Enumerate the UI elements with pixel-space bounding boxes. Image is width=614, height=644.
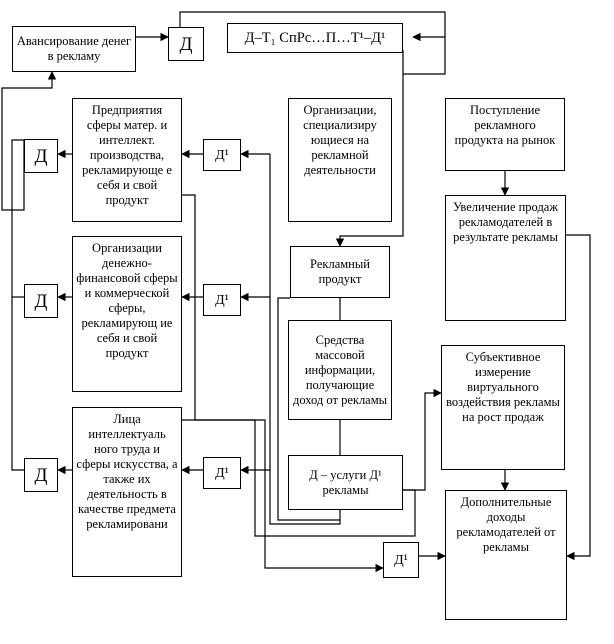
box-d1-4: Д¹ — [383, 542, 419, 578]
box-d1-3: Д¹ — [203, 457, 241, 489]
arrow-enterprises-to-d1-bottom — [182, 419, 384, 573]
box-ent-finance: Организации денежно-финансовой сферы и к… — [72, 236, 182, 392]
line-ad-product-to-services — [277, 297, 340, 521]
formula-loop — [402, 37, 446, 75]
left-bus — [11, 139, 25, 471]
box-formula: Д–Т₁ СпРс…П…Т¹–Д¹ — [227, 23, 403, 53]
arrow-formula-to-ad-product — [335, 74, 404, 247]
box-d1-2-text: Д¹ — [215, 292, 229, 308]
box-ent-material: Предприятия сферы матер. и интеллект. пр… — [72, 98, 182, 222]
line-enterprises-to-services — [182, 194, 416, 537]
box-extra-income-text: Дополнительные доходы рекламодателей от … — [456, 495, 556, 554]
box-ent-persons: Лица интеллектуаль ного труда и сферы ис… — [72, 407, 182, 577]
box-advance: Авансирование денег в рекламу — [12, 26, 136, 72]
box-d-left-1-text: Д — [34, 145, 48, 167]
box-advance-text: Авансирование денег в рекламу — [16, 34, 132, 63]
box-subjective-text: Субъективное измерение виртуального возд… — [446, 350, 560, 424]
box-d1-3-text: Д¹ — [215, 465, 229, 481]
box-sales-increase: Увеличение продаж рекламодателей в резул… — [445, 195, 566, 321]
box-services: Д – услуги Д¹ рекламы — [288, 455, 403, 510]
box-d-top: Д — [168, 27, 204, 61]
box-d1-4-text: Д¹ — [394, 552, 408, 568]
arrow-sales-to-extra — [566, 234, 591, 561]
box-media-text: Средства массовой информации, получающие… — [292, 332, 388, 407]
box-d-top-text: Д — [179, 33, 193, 55]
box-d-left-3: Д — [24, 458, 58, 492]
box-ent-persons-text: Лица интеллектуаль ного труда и сферы ис… — [76, 412, 178, 531]
box-d-left-2-text: Д — [34, 290, 48, 312]
box-sales-increase-text: Увеличение продаж рекламодателей в резул… — [452, 200, 558, 244]
box-ent-finance-text: Организации денежно-финансовой сферы и к… — [76, 241, 178, 360]
box-d1-1-text: Д¹ — [215, 147, 229, 163]
arrow-loop-to-advance — [1, 71, 57, 211]
box-media: Средства массовой информации, получающие… — [288, 320, 392, 420]
box-arrival: Поступление рекламного продукта на рынок — [445, 98, 565, 171]
box-d1-1: Д¹ — [203, 139, 241, 171]
box-services-text: Д – услуги Д¹ рекламы — [309, 467, 382, 497]
box-extra-income: Дополнительные доходы рекламодателей от … — [445, 490, 567, 620]
box-ad-orgs-text: Организации, специализиру ющиеся на рекл… — [303, 103, 377, 177]
box-ent-material-text: Предприятия сферы матер. и интеллект. пр… — [82, 103, 172, 207]
bus-from-services — [269, 470, 341, 525]
box-d1-2: Д¹ — [203, 284, 241, 316]
box-ad-product-text: Рекламный продукт — [310, 257, 370, 286]
box-d-left-3-text: Д — [34, 464, 48, 486]
box-ad-product: Рекламный продукт — [290, 246, 390, 298]
box-ad-orgs: Организации, специализиру ющиеся на рекл… — [288, 98, 392, 222]
arrow-services-to-subjective — [403, 388, 442, 491]
box-arrival-text: Поступление рекламного продукта на рынок — [454, 103, 556, 147]
box-formula-text: Д–Т₁ СпРс…П…Т¹–Д¹ — [244, 29, 386, 46]
box-d-left-1: Д — [24, 139, 58, 173]
arrow-d-to-formula — [179, 11, 446, 42]
box-subjective: Субъективное измерение виртуального возд… — [441, 345, 565, 470]
box-d-left-2: Д — [24, 284, 58, 318]
